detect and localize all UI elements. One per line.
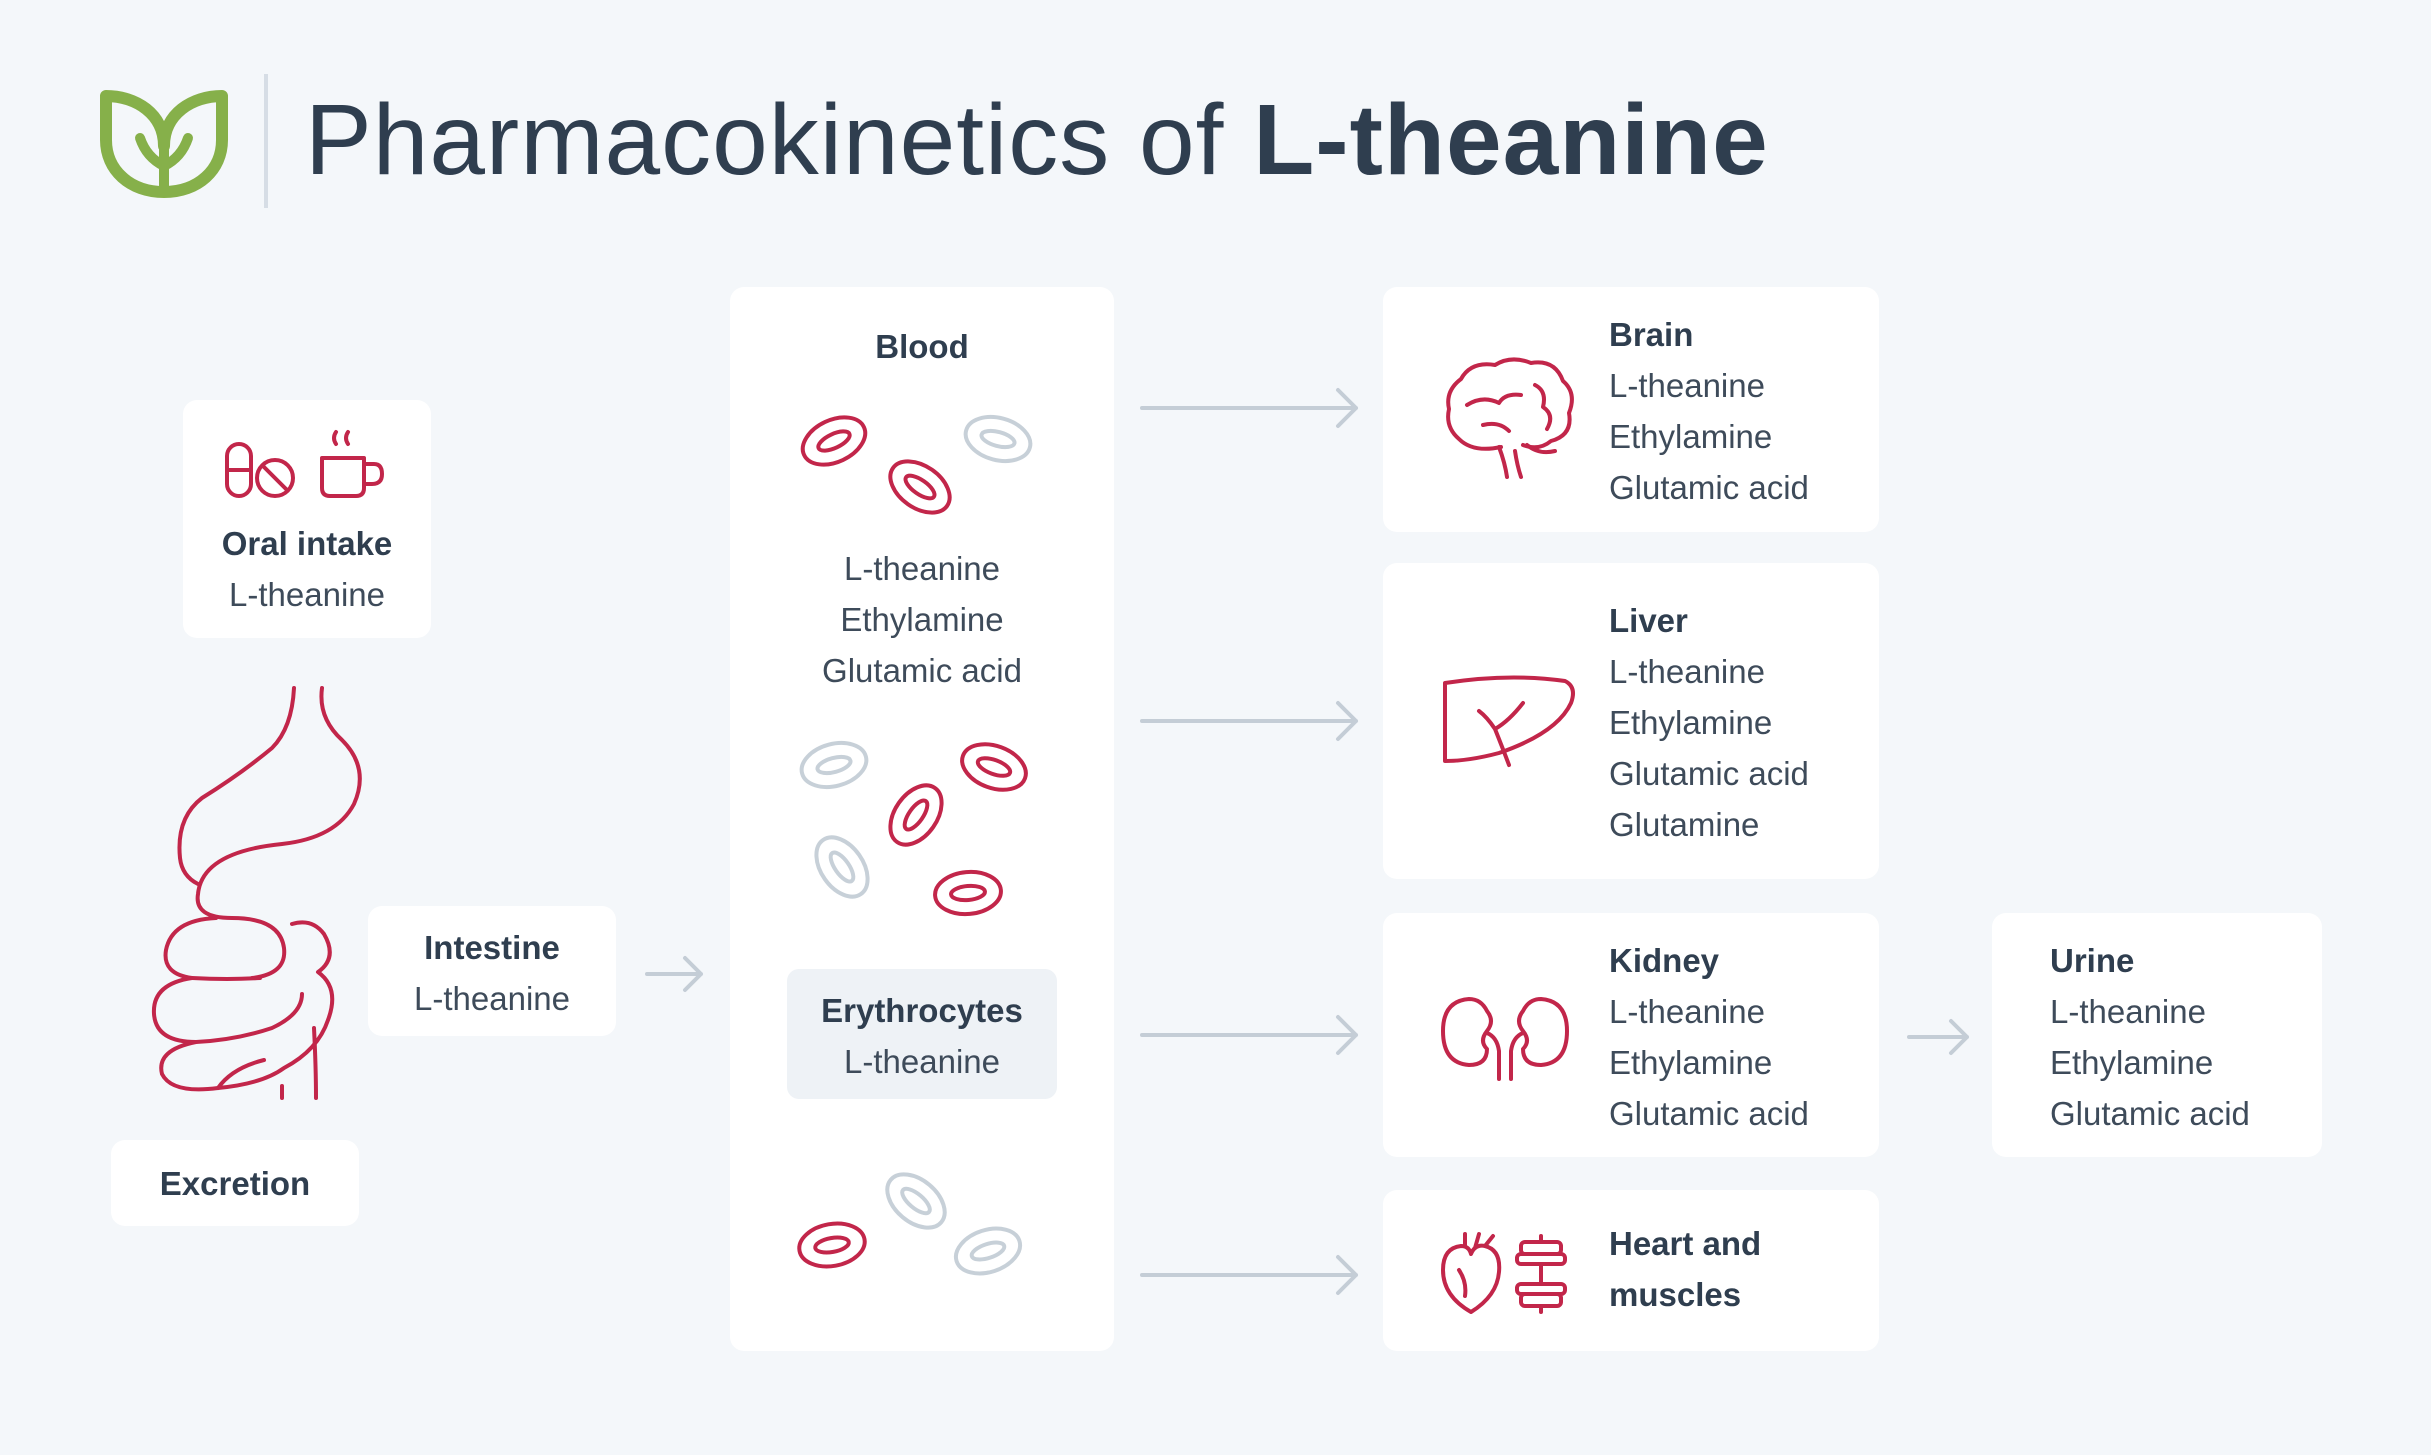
arrow-blood-to-kidney <box>1140 1015 1360 1055</box>
urine-item: L-theanine <box>2050 986 2250 1037</box>
pills-icon <box>223 440 303 500</box>
brain-item: Ethylamine <box>1609 411 1809 462</box>
blood-title: Blood <box>730 321 1114 372</box>
header-divider <box>264 74 268 208</box>
blood-cells-middle <box>730 727 1114 927</box>
urine-card: Urine L-theanine Ethylamine Glutamic aci… <box>1992 913 2322 1157</box>
page-title: Pharmacokinetics of L-theanine <box>305 70 1769 210</box>
blood-item: L-theanine <box>730 543 1114 594</box>
kidney-item: Ethylamine <box>1609 1037 1809 1088</box>
heart-muscles-card: Heart and muscles <box>1383 1190 1879 1351</box>
brain-card: Brain L-theanine Ethylamine Glutamic aci… <box>1383 287 1879 532</box>
blood-cells-top <box>730 397 1114 517</box>
urine-item: Glutamic acid <box>2050 1088 2250 1139</box>
title-bold: L-theanine <box>1253 84 1769 196</box>
kidney-card: Kidney L-theanine Ethylamine Glutamic ac… <box>1383 913 1879 1157</box>
blood-item: Ethylamine <box>730 594 1114 645</box>
kidney-item: L-theanine <box>1609 986 1809 1037</box>
erythrocytes-title: Erythrocytes <box>787 985 1057 1036</box>
kidney-item: Glutamic acid <box>1609 1088 1809 1139</box>
arrow-intestine-to-blood <box>645 954 705 994</box>
excretion-title: Excretion <box>111 1158 359 1209</box>
kidney-icon <box>1439 995 1571 1081</box>
liver-item: L-theanine <box>1609 646 1809 697</box>
liver-card: Liver L-theanine Ethylamine Glutamic aci… <box>1383 563 1879 879</box>
logo <box>100 88 228 198</box>
oral-intake-title: Oral intake <box>183 518 431 569</box>
arrow-blood-to-heart-muscles <box>1140 1255 1360 1295</box>
coffee-cup-icon <box>318 428 388 500</box>
leaf-logo-icon <box>100 88 228 198</box>
erythrocytes-item: L-theanine <box>787 1036 1057 1087</box>
arrow-kidney-to-urine <box>1907 1017 1971 1057</box>
urine-item: Ethylamine <box>2050 1037 2250 1088</box>
blood-cells-bottom <box>730 1157 1114 1287</box>
heart-muscles-title-line2: muscles <box>1609 1269 1761 1320</box>
intestine-title: Intestine <box>368 922 616 973</box>
oral-intake-card: Oral intake L-theanine <box>183 400 431 638</box>
liver-title: Liver <box>1609 595 1809 646</box>
brain-icon <box>1443 355 1577 479</box>
arrow-blood-to-brain <box>1140 388 1360 428</box>
heart-icon <box>1439 1230 1503 1316</box>
heart-muscles-title-line1: Heart and <box>1609 1218 1761 1269</box>
liver-icon <box>1439 673 1579 773</box>
excretion-card: Excretion <box>111 1140 359 1226</box>
brain-item: L-theanine <box>1609 360 1809 411</box>
intestine-card: Intestine L-theanine <box>368 906 616 1036</box>
liver-item: Glutamic acid <box>1609 748 1809 799</box>
digestive-tract-icon <box>132 688 352 1098</box>
liver-item: Ethylamine <box>1609 697 1809 748</box>
dumbbell-icon <box>1513 1234 1569 1314</box>
blood-card: Blood L-theanine Ethylamine Glutamic aci… <box>730 287 1114 1351</box>
oral-intake-item: L-theanine <box>183 569 431 620</box>
erythrocytes-panel: Erythrocytes L-theanine <box>787 969 1057 1099</box>
blood-item: Glutamic acid <box>730 645 1114 696</box>
liver-item: Glutamine <box>1609 799 1809 850</box>
brain-title: Brain <box>1609 309 1809 360</box>
title-prefix: Pharmacokinetics of <box>305 84 1253 196</box>
intestine-item: L-theanine <box>368 973 616 1024</box>
arrow-blood-to-liver <box>1140 701 1360 741</box>
urine-title: Urine <box>2050 935 2250 986</box>
kidney-title: Kidney <box>1609 935 1809 986</box>
brain-item: Glutamic acid <box>1609 462 1809 513</box>
